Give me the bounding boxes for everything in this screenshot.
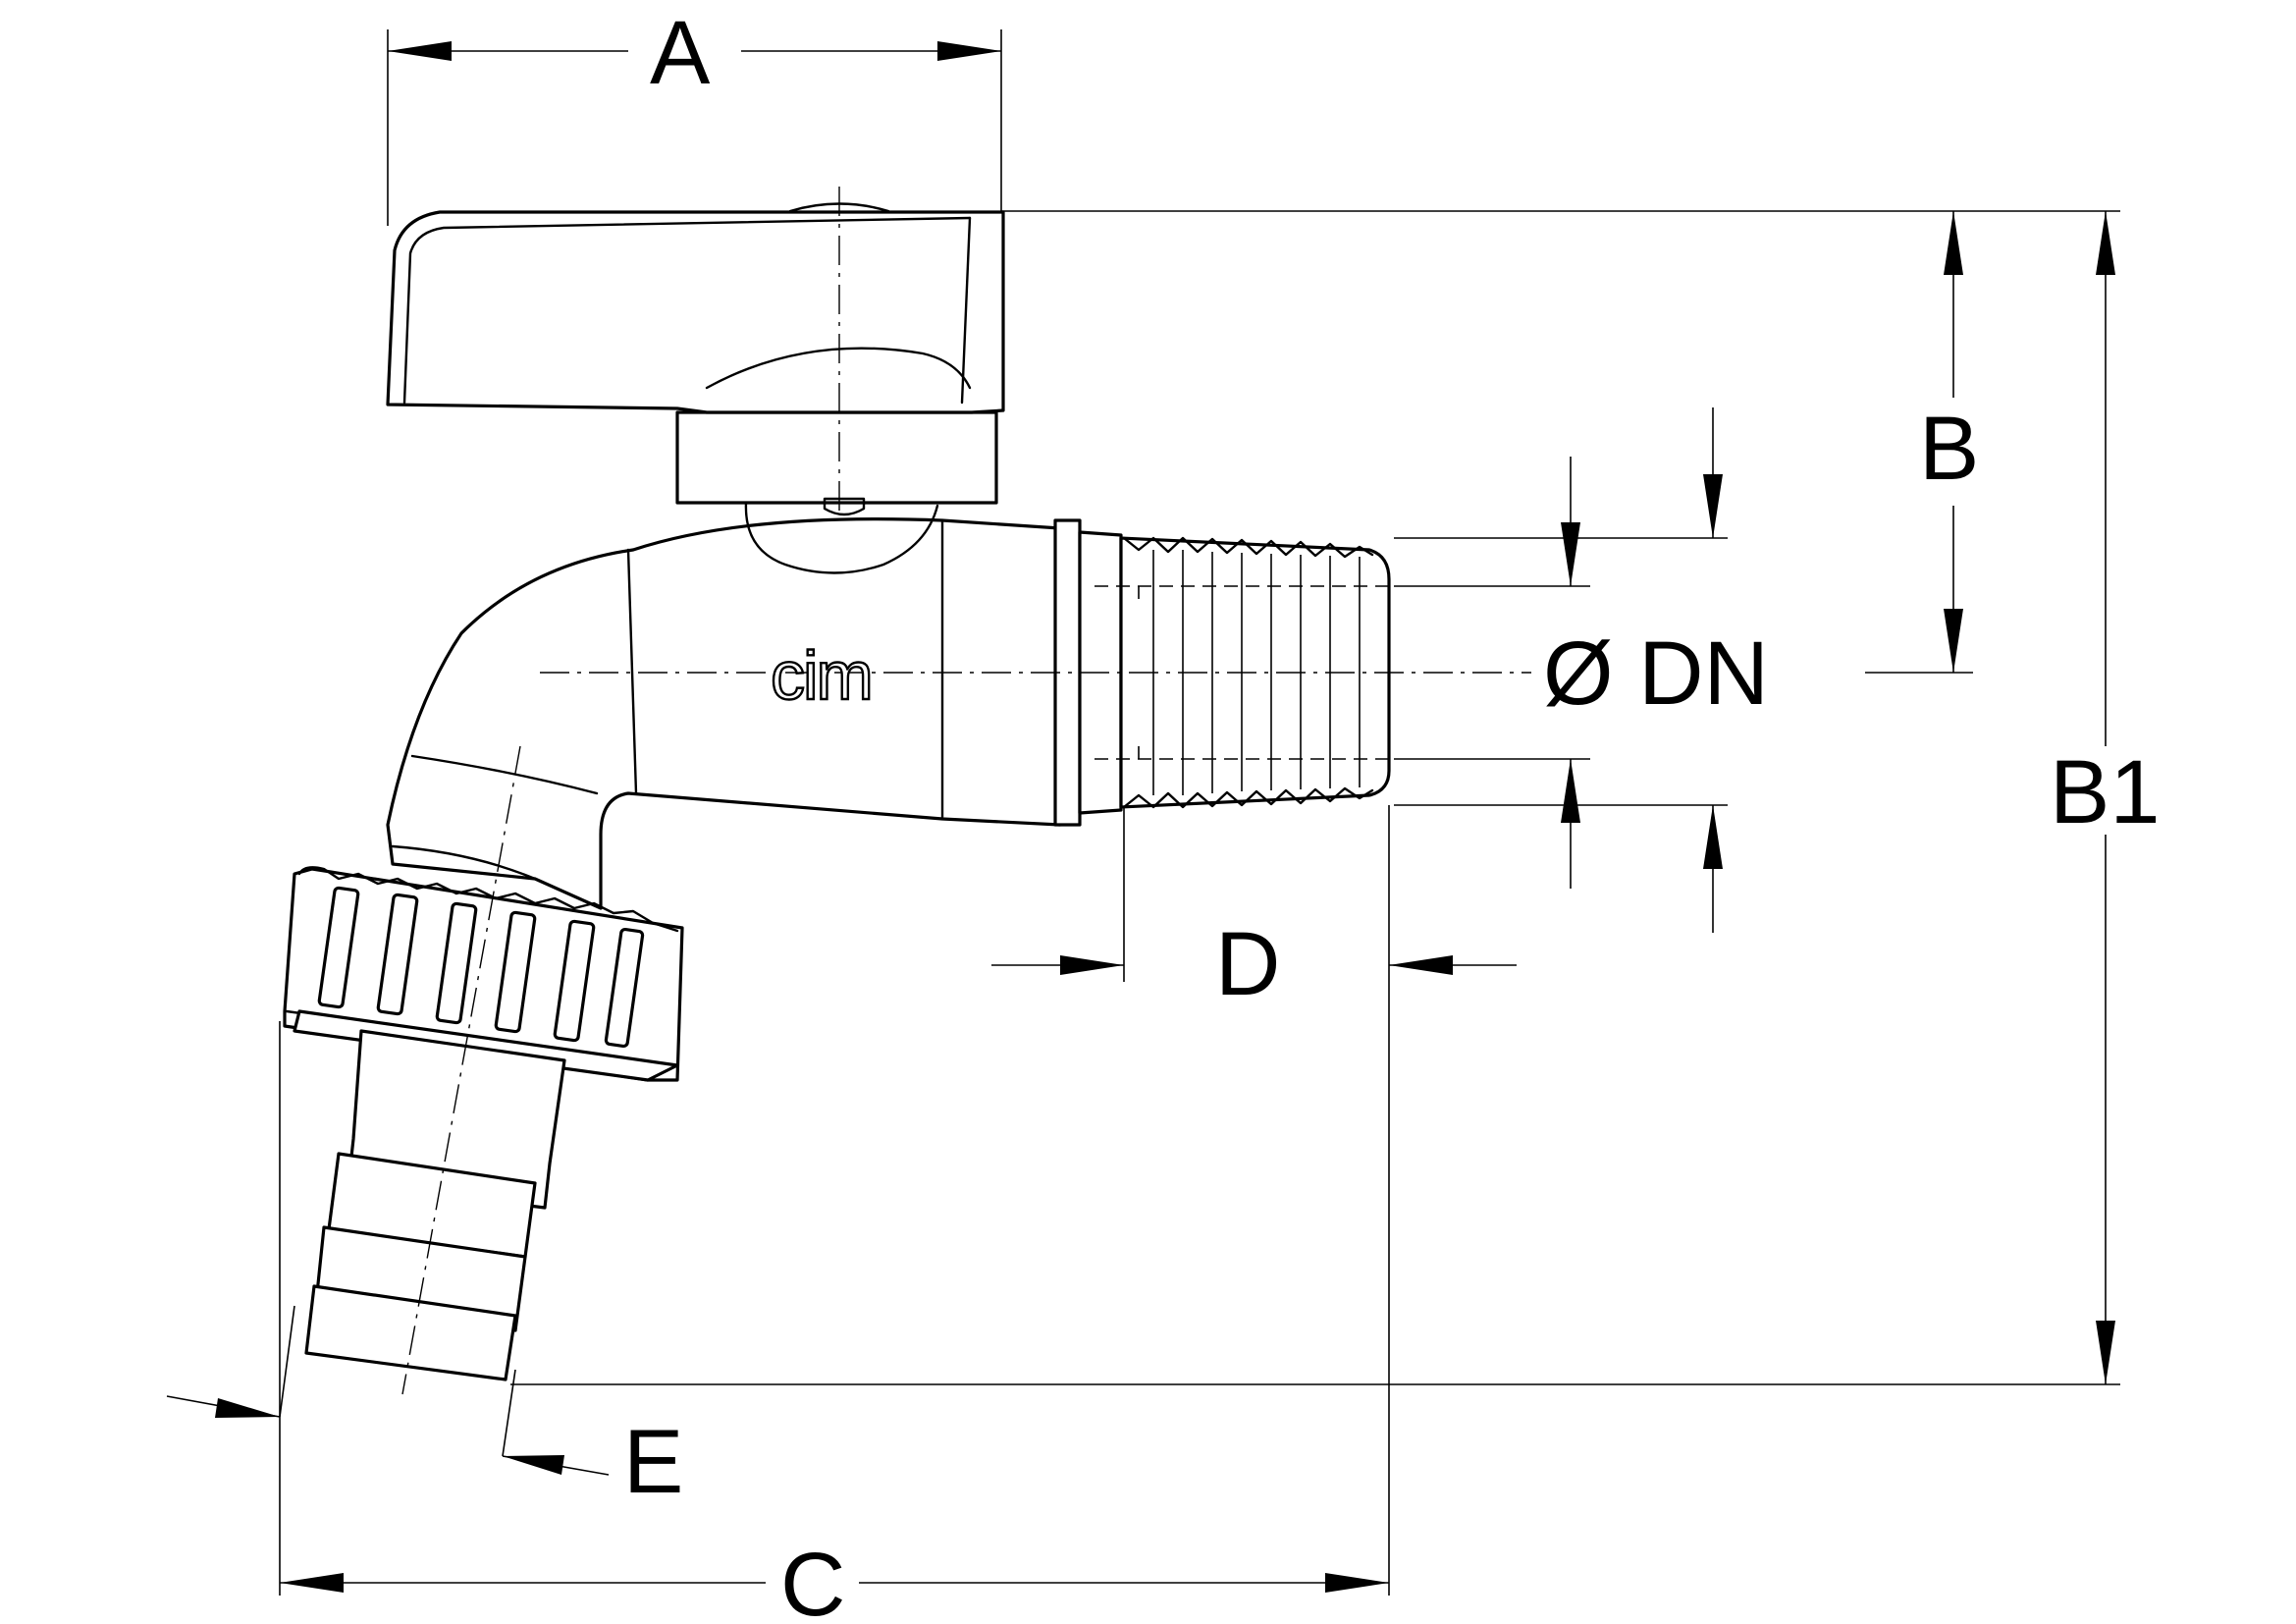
brand-logo-text: cim: [771, 637, 872, 714]
dimension-b: [1944, 211, 1963, 673]
valve-body: [386, 501, 1062, 910]
label-a: A: [650, 3, 711, 103]
dimension-c: [280, 1573, 1389, 1593]
dimension-dn: [1561, 407, 1723, 933]
dimension-b1: [2096, 211, 2115, 1384]
union-nut: [283, 866, 684, 1082]
dimension-e: [166, 1305, 610, 1476]
label-b1: B1: [2050, 742, 2161, 842]
valve-handle: [386, 202, 1005, 516]
center-lines: [401, 187, 1531, 1395]
hose-nozzle: [304, 1029, 566, 1381]
label-b: B: [1919, 399, 1979, 499]
extension-lines: [279, 29, 2120, 1596]
label-c: C: [780, 1535, 845, 1624]
label-d: D: [1215, 914, 1280, 1014]
dimension-a: [388, 41, 1001, 61]
dimension-labels: A B B1 Ø DN D C E: [623, 0, 2164, 1624]
brand-logo: cim: [770, 636, 875, 715]
label-e: E: [623, 1412, 683, 1512]
dimension-d: [991, 955, 1517, 975]
label-dn: Ø DN: [1543, 623, 1769, 724]
